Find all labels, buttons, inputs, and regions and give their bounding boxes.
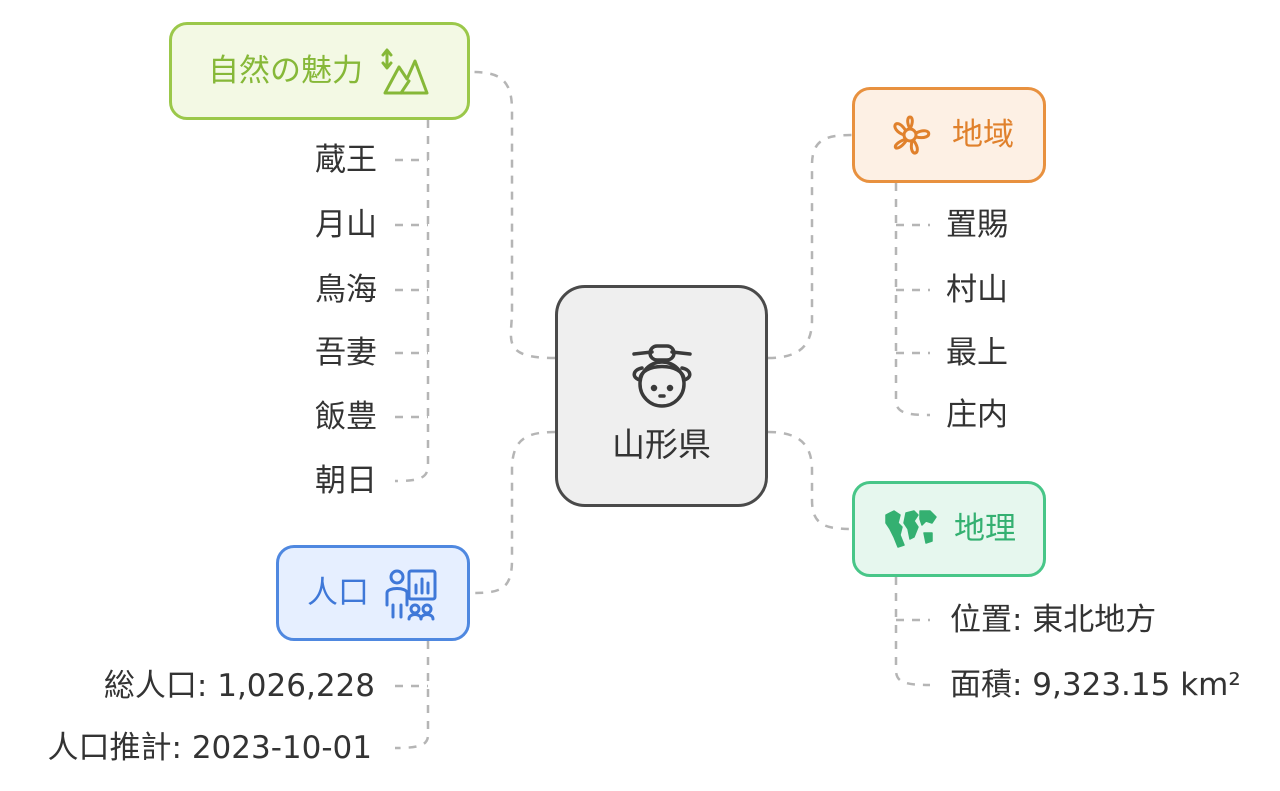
- branch-region-label: 地域: [952, 116, 1014, 153]
- leaf-region-1: 村山: [946, 272, 1008, 308]
- leaf-region-3: 庄内: [946, 397, 1008, 433]
- world-map-icon: [882, 505, 938, 553]
- leaf-nature-5: 朝日: [315, 463, 377, 499]
- geisha-face-icon: [622, 332, 702, 418]
- mountain-icon: [379, 45, 431, 97]
- leaf-region-0: 置賜: [946, 207, 1008, 243]
- center-node: 山形県: [555, 285, 768, 507]
- leaf-geography-0: 位置: 東北地方: [950, 602, 1157, 638]
- leaf-population-1: 人口推計: 2023-10-01: [47, 730, 372, 766]
- leaf-geography-1: 面積: 9,323.15 km²: [950, 667, 1241, 703]
- branch-geography-label: 地理: [954, 510, 1016, 547]
- leaf-nature-2: 鳥海: [315, 272, 377, 308]
- leaf-nature-1: 月山: [315, 207, 377, 243]
- branch-nature: 自然の魅力: [169, 22, 470, 120]
- branch-population: 人口: [276, 545, 470, 641]
- branch-population-label: 人口: [307, 574, 369, 611]
- flower-icon: [884, 109, 936, 161]
- leaf-population-0: 総人口: 1,026,228: [103, 668, 375, 704]
- presentation-chart-icon: [383, 565, 439, 621]
- leaf-region-2: 最上: [946, 335, 1008, 371]
- branch-region: 地域: [852, 87, 1046, 183]
- center-label: 山形県: [612, 424, 711, 464]
- leaf-nature-4: 飯豊: [315, 399, 377, 435]
- leaf-nature-0: 蔵王: [315, 142, 377, 178]
- branch-nature-label: 自然の魅力: [208, 52, 363, 89]
- branch-geography: 地理: [852, 481, 1046, 577]
- leaf-nature-3: 吾妻: [315, 335, 377, 371]
